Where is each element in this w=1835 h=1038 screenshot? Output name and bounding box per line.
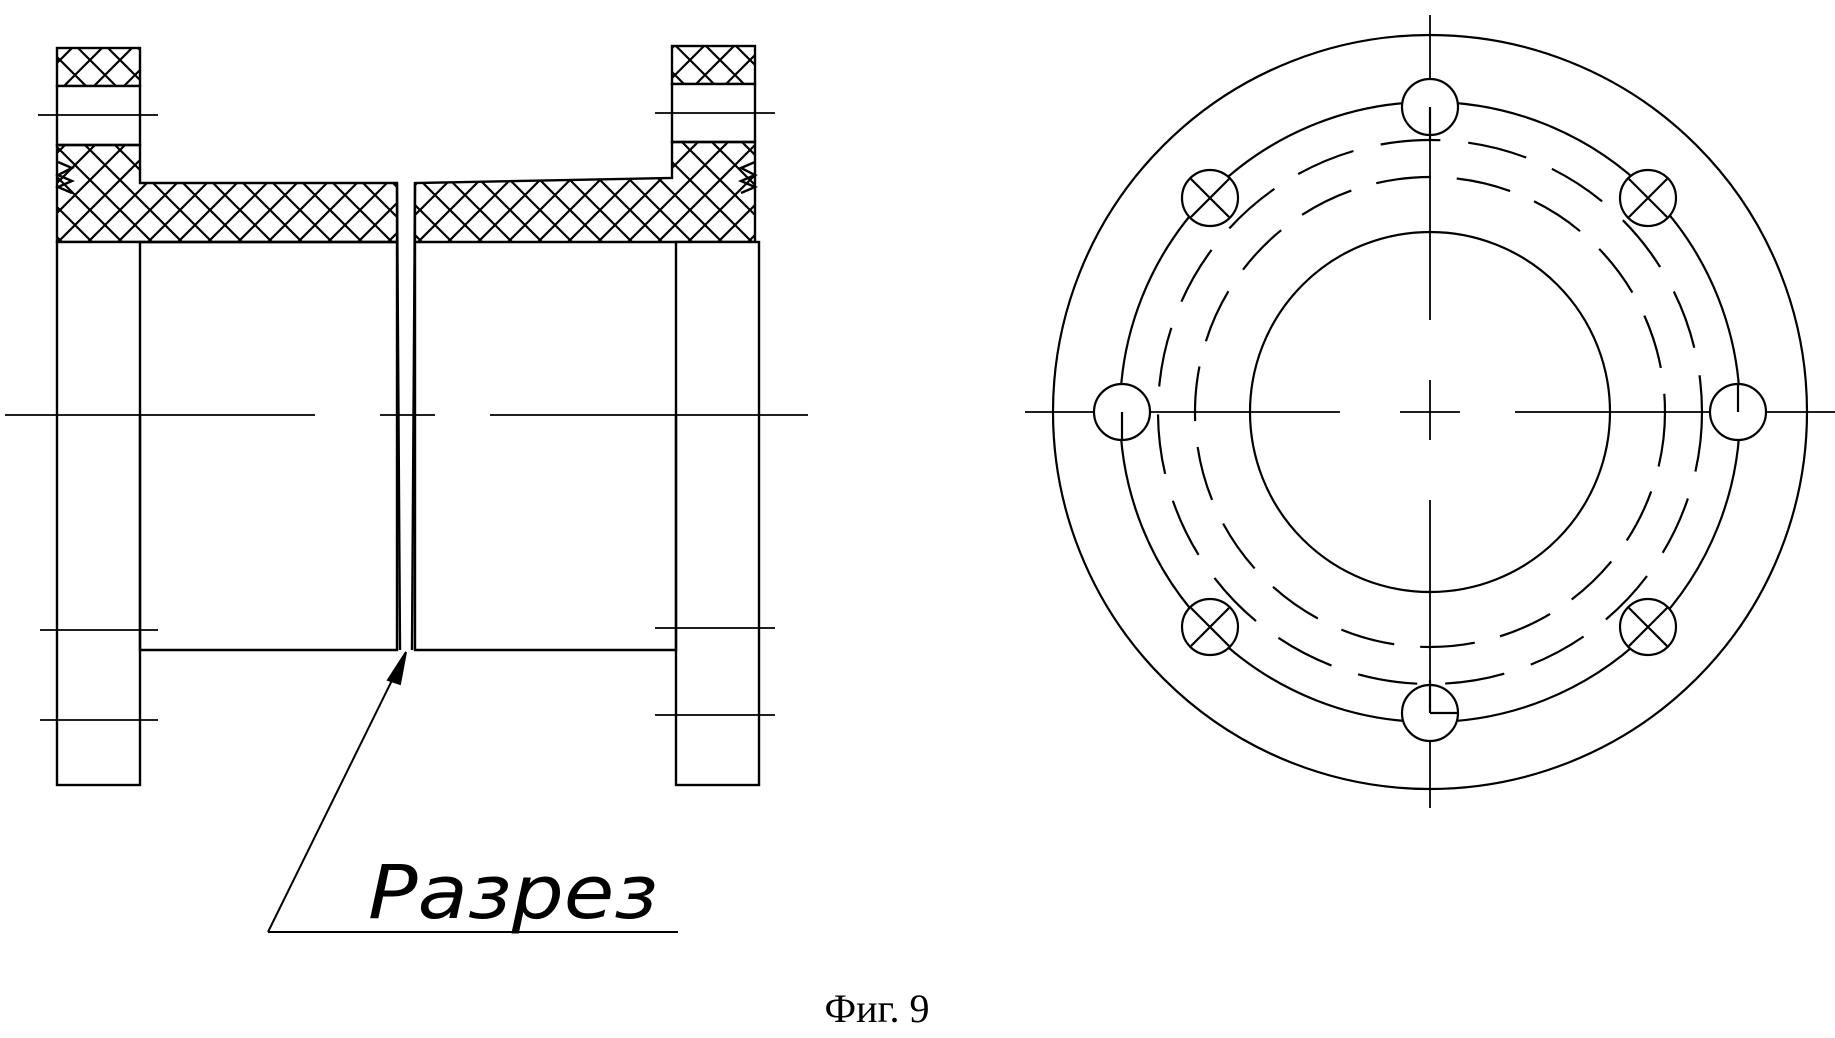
bolt-hole-bottom-right	[1618, 597, 1678, 657]
left-thread-mark	[54, 160, 76, 195]
right-flange-top-hatch	[670, 44, 757, 86]
bolt-hole-top-left	[1180, 168, 1240, 228]
section-center-lines	[5, 112, 808, 721]
bolt-hole-bottom-left	[1180, 597, 1240, 657]
left-half-part	[54, 46, 399, 787]
bolt-holes	[1092, 77, 1768, 743]
bolt-hole-left	[1092, 382, 1152, 442]
left-flange-top-hatch	[55, 46, 142, 88]
right-wall-hatch	[413, 140, 757, 244]
bolt-hole-right	[1708, 382, 1768, 442]
figure-caption: Фиг. 9	[825, 986, 930, 1031]
right-thread-mark	[737, 160, 759, 195]
bolt-hole-bottom	[1400, 680, 1460, 743]
left-wall-hatch	[55, 143, 399, 244]
cut-gap-left-edge	[395, 182, 402, 651]
bolt-hole-top	[1400, 77, 1460, 140]
cut-gap-right-edge	[410, 182, 417, 651]
leader-arrowhead	[386, 651, 407, 686]
bolt-hole-top-right	[1618, 168, 1678, 228]
left-bore-outline	[138, 240, 399, 652]
left-flange-body	[55, 240, 142, 787]
section-leader	[267, 651, 678, 933]
right-bore-outline	[413, 242, 678, 652]
right-flange-body	[674, 240, 761, 787]
flange-center-lines	[1025, 15, 1835, 808]
leader-line	[267, 659, 403, 933]
section-label: Разрез	[368, 850, 658, 936]
